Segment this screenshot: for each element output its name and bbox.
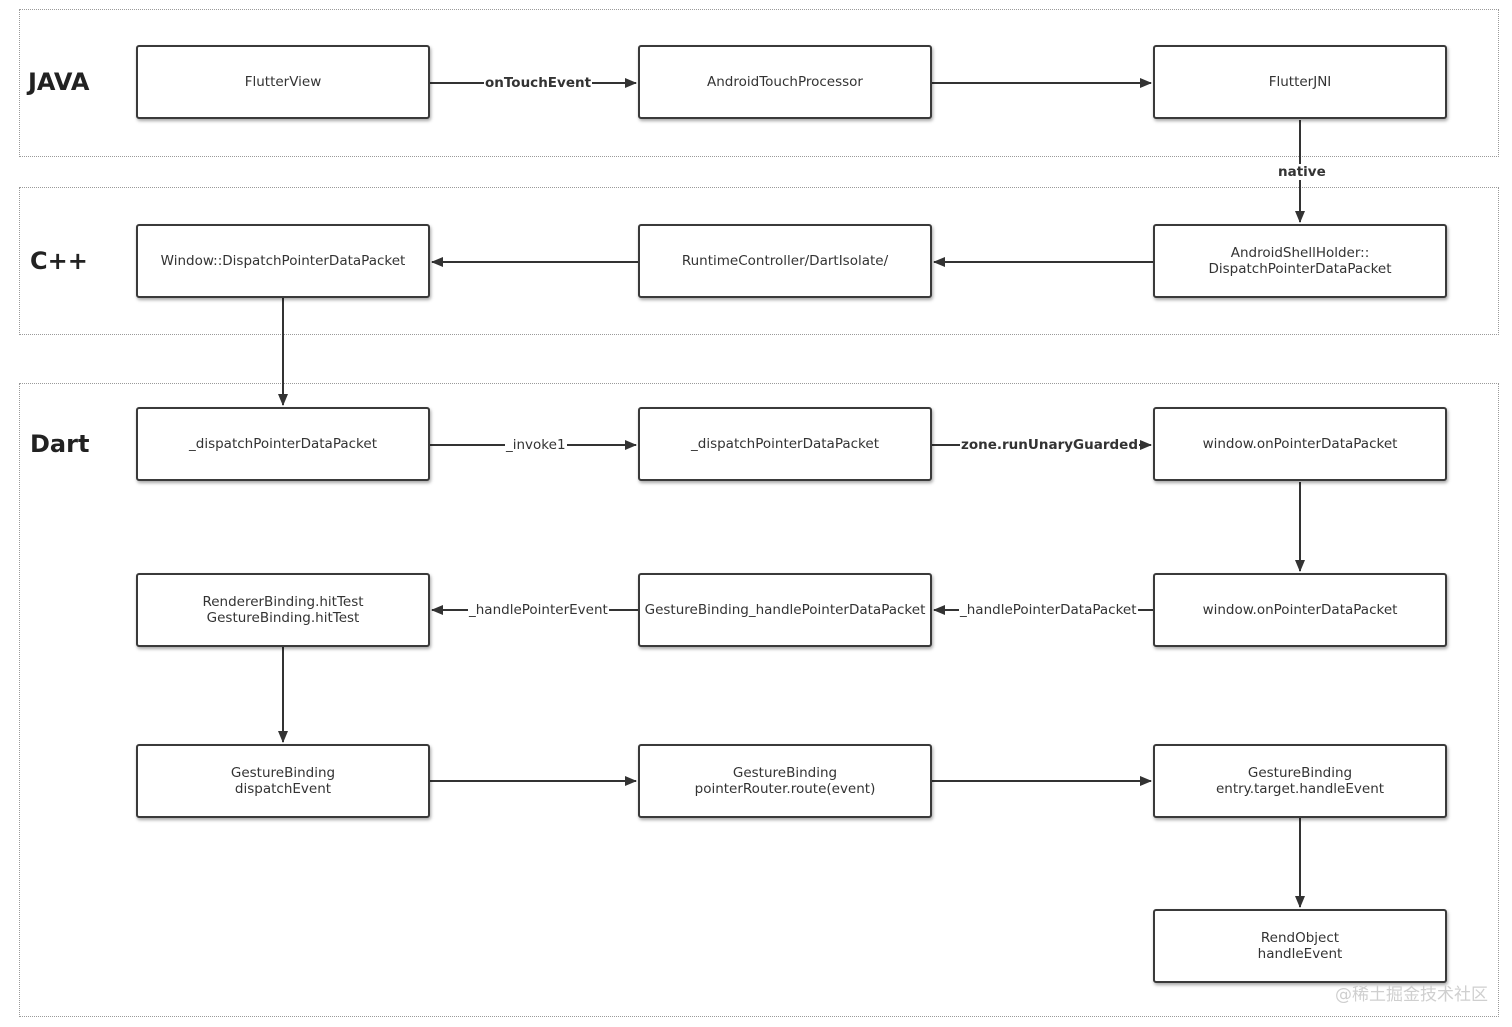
node-label: GestureBinding.hitTest	[206, 610, 360, 626]
node-dart-dispatch-2: _dispatchPointerDataPacket	[638, 407, 932, 481]
node-android-touch-processor: AndroidTouchProcessor	[638, 45, 932, 119]
lane-cpp	[19, 187, 1499, 335]
node-gesture-dispatch-event: GestureBinding dispatchEvent	[136, 744, 430, 818]
lane-java	[19, 9, 1499, 157]
node-window-dispatch: Window::DispatchPointerDataPacket	[136, 224, 430, 298]
node-label: window.onPointerDataPacket	[1202, 436, 1398, 452]
node-label: Window::DispatchPointerDataPacket	[160, 253, 406, 269]
edge-label-handle-pointer-data-packet: _handlePointerDataPacket	[959, 602, 1138, 618]
node-label: FlutterView	[244, 74, 322, 90]
node-label: pointerRouter.route(event)	[694, 781, 876, 797]
node-label: _dispatchPointerDataPacket	[189, 436, 377, 452]
node-window-on-pointer-1: window.onPointerDataPacket	[1153, 407, 1447, 481]
node-label: window.onPointerDataPacket	[1202, 602, 1398, 618]
node-gesture-entry-target: GestureBinding entry.target.handleEvent	[1153, 744, 1447, 818]
edge-label-native: native	[1277, 164, 1327, 180]
lane-title-cpp: C++	[30, 247, 88, 275]
node-label: GestureBinding_handlePointerDataPacket	[644, 602, 926, 618]
node-label: RendObject	[1260, 930, 1340, 946]
edge-label-invoke1: _invoke1	[505, 437, 567, 453]
node-rend-object: RendObject handleEvent	[1153, 909, 1447, 983]
lane-title-java: JAVA	[28, 68, 90, 96]
node-android-shell-holder: AndroidShellHolder:: DispatchPointerData…	[1153, 224, 1447, 298]
node-label: AndroidTouchProcessor	[707, 74, 863, 90]
node-flutter-view: FlutterView	[136, 45, 430, 119]
node-label: DispatchPointerDataPacket	[1208, 261, 1392, 277]
node-flutter-jni: FlutterJNI	[1153, 45, 1447, 119]
node-label: handleEvent	[1257, 946, 1343, 962]
node-label: GestureBinding	[1247, 765, 1353, 781]
watermark: @稀土掘金技术社区	[1335, 985, 1488, 1005]
node-dart-dispatch-1: _dispatchPointerDataPacket	[136, 407, 430, 481]
node-gesture-pointer-router: GestureBinding pointerRouter.route(event…	[638, 744, 932, 818]
node-label: RendererBinding.hitTest	[202, 594, 364, 610]
node-label: GestureBinding	[732, 765, 838, 781]
edge-label-handle-pointer-event: _handlePointerEvent	[468, 602, 609, 618]
lane-dart	[19, 383, 1499, 1017]
node-window-on-pointer-2: window.onPointerDataPacket	[1153, 573, 1447, 647]
node-label: GestureBinding	[230, 765, 336, 781]
node-label: AndroidShellHolder::	[1230, 245, 1370, 261]
edge-label-on-touch-event: onTouchEvent	[484, 75, 593, 91]
node-label: RuntimeController/DartIsolate/	[681, 253, 889, 269]
node-label: entry.target.handleEvent	[1215, 781, 1385, 797]
node-label: _dispatchPointerDataPacket	[691, 436, 879, 452]
edge-label-zone-run: zone.runUnaryGuarded	[960, 437, 1139, 453]
node-gesture-binding-handle-packet: GestureBinding_handlePointerDataPacket	[638, 573, 932, 647]
lane-title-dart: Dart	[30, 430, 90, 458]
node-label: FlutterJNI	[1268, 74, 1332, 90]
node-runtime-controller: RuntimeController/DartIsolate/	[638, 224, 932, 298]
node-label: dispatchEvent	[234, 781, 332, 797]
node-renderer-hit-test: RendererBinding.hitTest GestureBinding.h…	[136, 573, 430, 647]
